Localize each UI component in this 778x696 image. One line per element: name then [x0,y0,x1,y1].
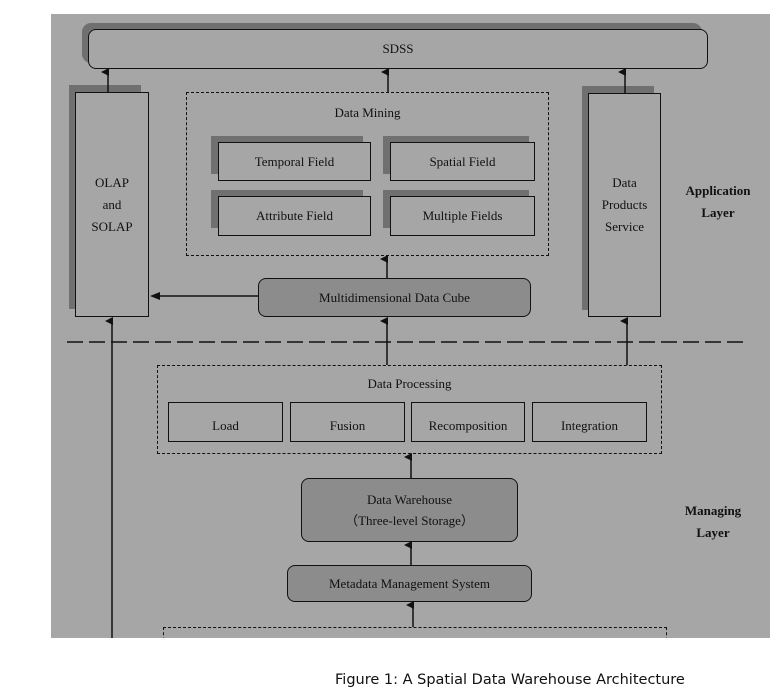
data-mining-group [186,92,549,256]
data-warehouse-label-1: Data Warehouse [367,492,452,507]
data-products-label-3: Service [605,219,644,234]
application-layer-label-1: Application [685,183,751,198]
data-products-label-1: Data [612,175,637,190]
multiple-fields-label: Multiple Fields [422,208,503,223]
process-fusion-box: Fusion [290,402,405,442]
temporal-field-label: Temporal Field [254,153,335,169]
bottom-group-clip [163,627,667,638]
attribute-field-label: Attribute Field [256,208,333,223]
bottom-data-group [163,627,667,638]
arrowhead-cube-olap [150,292,160,300]
managing-layer-label-1: Managing [684,503,742,518]
figure-caption: Figure 1: A Spatial Data Warehouse Archi… [335,672,685,688]
data-warehouse-label-2: （Three-level Storage） [345,513,474,528]
process-integration-label: Integration [560,418,619,433]
olap-label-3: SOLAP [91,218,133,234]
process-integration-box: Integration [532,402,647,442]
data-processing-title: Data Processing [367,376,452,391]
temporal-field-box: Temporal Field [218,142,371,181]
olap-box: OLAP and SOLAP [75,92,149,317]
olap-label-1: OLAP [95,174,129,190]
data-cube-box: Multidimensional Data Cube [258,278,531,317]
process-load-box: Load [168,402,283,442]
sdss-label: SDSS [382,41,414,56]
data-products-label-2: Products [601,197,648,212]
metadata-label: Metadata Management System [328,575,490,591]
application-layer-label: Application Layer [668,180,768,224]
process-recomposition-label: Recomposition [428,418,508,433]
spatial-field-box: Spatial Field [390,142,535,181]
process-fusion-label: Fusion [329,418,366,433]
multiple-fields-box: Multiple Fields [390,196,535,236]
data-mining-title: Data Mining [334,105,401,120]
sdss-box: SDSS [88,29,708,69]
spatial-field-label: Spatial Field [429,153,496,169]
olap-label-2: and [102,196,122,212]
data-warehouse-box: Data Warehouse （Three-level Storage） [301,478,518,542]
process-recomposition-box: Recomposition [411,402,525,442]
data-cube-label: Multidimensional Data Cube [319,289,470,305]
application-layer-label-2: Layer [701,205,735,220]
managing-layer-label-2: Layer [696,525,730,540]
managing-layer-label: Managing Layer [668,500,758,544]
process-load-label: Load [212,418,239,433]
attribute-field-box: Attribute Field [218,196,371,236]
data-products-box: Data Products Service [588,93,661,317]
